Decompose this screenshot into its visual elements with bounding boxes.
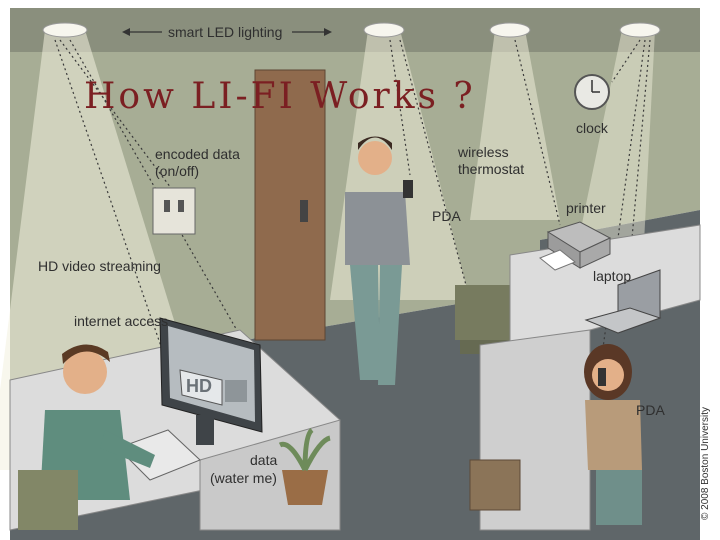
cardboard-box bbox=[470, 460, 520, 510]
led-lamp-2 bbox=[364, 23, 404, 37]
wall-switch-panel bbox=[153, 188, 195, 234]
label-thermostat: thermostat bbox=[458, 161, 524, 177]
led-lamp-4 bbox=[620, 23, 660, 37]
chair-left bbox=[18, 470, 78, 530]
page-title: How LI-FI Works ? bbox=[84, 76, 476, 117]
label-internet-access: internet access bbox=[74, 313, 168, 329]
door-handle bbox=[300, 200, 308, 222]
led-lamp-1 bbox=[43, 23, 87, 37]
label-clock: clock bbox=[576, 120, 608, 136]
switch-toggle-2 bbox=[178, 200, 184, 212]
label-smart-led-lighting: smart LED lighting bbox=[168, 24, 282, 40]
label-wireless: wireless bbox=[458, 144, 509, 160]
pda-device-sitting bbox=[598, 368, 606, 386]
copyright-text: © 2008 Boston University bbox=[700, 407, 711, 520]
pda-device-standing bbox=[403, 180, 413, 198]
switch-toggle-1 bbox=[164, 200, 170, 212]
label-pda-sitting: PDA bbox=[636, 402, 665, 418]
label-water-me: (water me) bbox=[210, 470, 277, 486]
label-pda-standing: PDA bbox=[432, 208, 461, 224]
label-printer: printer bbox=[566, 200, 606, 216]
monitor-hd-text: HD bbox=[186, 376, 212, 396]
ceiling bbox=[10, 8, 700, 52]
label-data: data bbox=[250, 452, 277, 468]
label-encoded-data-onoff: (on/off) bbox=[155, 163, 199, 179]
led-lamp-3 bbox=[490, 23, 530, 37]
label-encoded-data: encoded data bbox=[155, 146, 240, 162]
label-hd-video-streaming: HD video streaming bbox=[38, 258, 161, 274]
label-laptop: laptop bbox=[593, 268, 631, 284]
